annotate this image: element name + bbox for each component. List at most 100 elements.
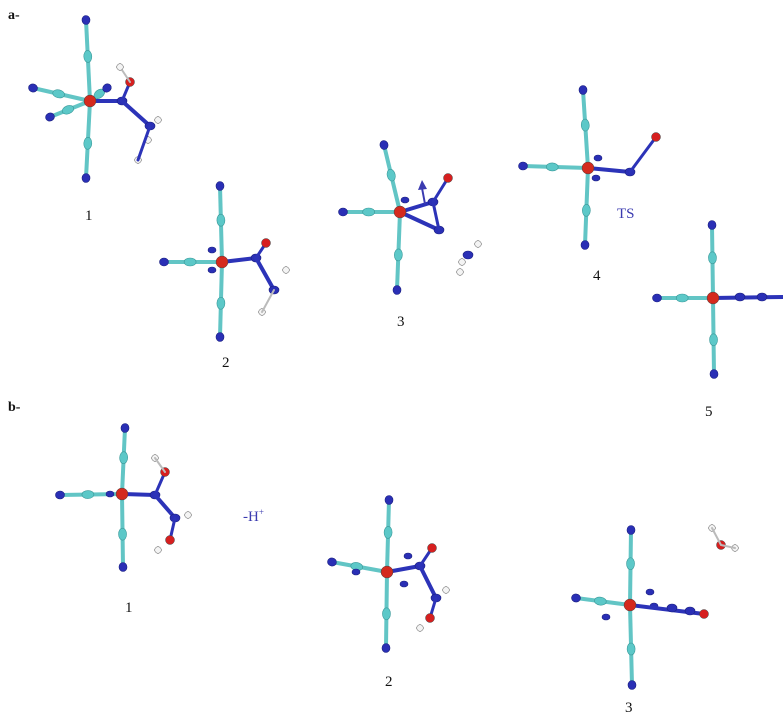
arrow [421,187,426,205]
nitrogen-atom [626,525,636,535]
nitrogen-atom [591,174,601,182]
hydrogen-atom [458,258,466,266]
panel-a-label: a- [8,8,20,23]
oxygen-atom [651,132,661,142]
nitrogen-atom [207,246,217,254]
hydrogen-atom [116,63,124,71]
nitrogen-atom [400,196,410,204]
nitrogen-atom [578,85,588,95]
carbon-atom [626,642,636,656]
carbon-atom [119,451,128,464]
nitrogen-atom [338,207,348,217]
nitrogen-atom [652,293,662,303]
nitrogen-atom [645,588,655,596]
bond [153,493,177,520]
bond [711,295,783,300]
nitrogen-atom [707,220,717,230]
carbon-atom [386,168,396,182]
hydrogen-atom [442,586,450,594]
nitrogen-atom [518,161,528,171]
nitrogen-atom [207,266,217,274]
oxygen-atom [165,535,175,545]
structure-a4-number: 4 [593,268,601,284]
panel-b-label: b- [8,400,21,415]
carbon-atom [52,89,65,99]
carbon-atom [383,526,393,539]
metal-atom [115,487,129,501]
carbon-atom [83,137,93,150]
metal-atom [83,94,97,108]
carbon-atom [580,118,590,132]
carbon-atom [708,251,717,265]
carbon-atom [83,50,93,63]
nitrogen-atom [351,568,361,576]
metal-atom [215,255,229,269]
nitrogen-atom [381,643,391,653]
carbon-atom [626,557,635,571]
bond [136,124,152,162]
bond [628,135,658,174]
hydrogen-atom [474,240,482,248]
carbon-atom [216,296,226,310]
nitrogen-atom [403,552,413,560]
oxygen-atom [443,173,453,183]
carbon-atom [675,293,689,303]
structure-b3-number: 3 [625,700,633,716]
bond [261,289,275,313]
metal-atom [581,161,595,175]
nitrogen-atom [384,495,394,505]
metal-atom [393,205,407,219]
carbon-atom [582,204,591,217]
bond [586,166,632,174]
nitrogen-atom [215,332,225,342]
hydrogen-atom [282,266,290,274]
nitrogen-atom [684,606,696,616]
nitrogen-atom [399,580,409,588]
nitrogen-atom [81,173,91,183]
structure-a2-number: 2 [222,355,230,371]
metal-atom [623,598,637,612]
carbon-atom [216,213,226,227]
hydrogen-atom [154,116,162,124]
nitrogen-atom [28,83,38,93]
nitrogen-atom [627,680,637,690]
bond [711,527,722,546]
carbon-atom [118,527,127,541]
carbon-atom [61,105,75,115]
bond [254,256,276,292]
carbon-atom [545,162,559,172]
bond [431,200,441,232]
nitrogen-atom [81,15,91,25]
carbon-atom [394,248,403,262]
carbon-atom [362,207,375,217]
nitrogen-atom [462,250,474,260]
oxygen-atom [427,543,437,553]
oxygen-atom [425,613,435,623]
nitrogen-atom [379,140,389,150]
nitrogen-atom [666,603,678,613]
bond [120,99,152,128]
carbon-atom [594,596,607,606]
hydrogen-atom [184,511,192,519]
nitrogen-atom [756,292,768,302]
bond [154,457,166,473]
structure-b2-number: 2 [385,674,393,690]
bond [418,564,438,600]
bond [398,210,441,232]
nitrogen-atom [593,154,603,162]
arrowhead [418,180,427,190]
carbon-atom [183,257,197,267]
hydrogen-atom [416,624,424,632]
nitrogen-atom [45,112,55,122]
nitrogen-atom [102,83,112,93]
nitrogen-atom [118,562,128,572]
nitrogen-atom [709,369,719,379]
nitrogen-atom [55,490,65,500]
oxygen-atom [261,238,271,248]
metal-atom [706,291,720,305]
metal-atom [380,565,394,579]
bond [720,544,736,549]
hydrogen-atom [456,268,464,276]
nitrogen-atom [215,181,225,191]
deprotonation-label: -H+ [243,507,264,525]
